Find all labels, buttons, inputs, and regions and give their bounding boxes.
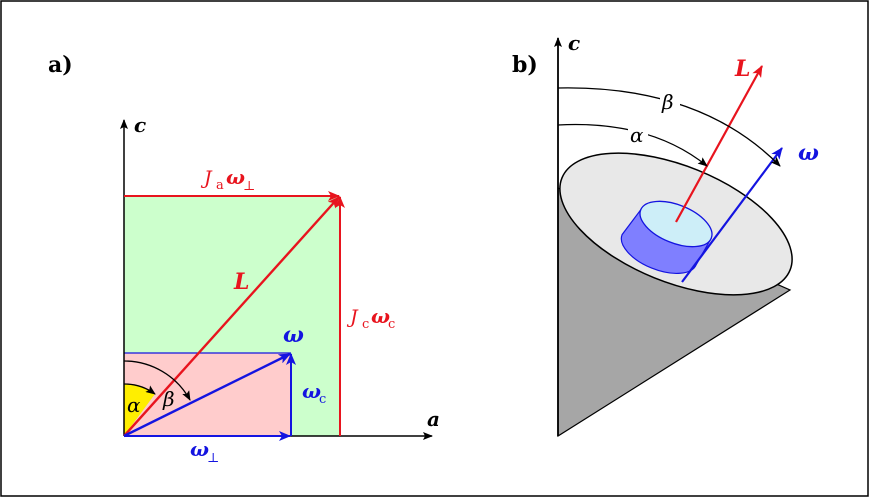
svg-text:c: c — [319, 392, 326, 407]
Jc-omega-c-label: J c ω c — [346, 304, 395, 332]
svg-text:⊥: ⊥ — [243, 179, 255, 194]
omega-label: ω — [283, 322, 304, 348]
panel-a-label: a) — [48, 52, 73, 78]
alpha-label: α — [127, 393, 141, 417]
omega-perp-label: ω ⊥ — [190, 437, 219, 466]
panel-b-label: b) — [512, 52, 538, 78]
L-vector — [123, 196, 340, 437]
svg-text:⊥: ⊥ — [207, 451, 219, 466]
alpha-sector — [124, 383, 155, 436]
Ja-omega-perp-label: J a ω ⊥ — [200, 165, 255, 194]
beta-label-bg — [660, 90, 680, 114]
svg-text:ω: ω — [371, 304, 390, 328]
alpha-label-bg — [628, 124, 648, 146]
svg-text:ω: ω — [190, 437, 209, 461]
beta-arc-b — [557, 87, 781, 167]
alpha-arc — [123, 383, 156, 395]
L-label: L — [233, 269, 249, 295]
a-axis-label: a — [427, 407, 440, 431]
beta-label: β — [162, 387, 175, 411]
beta-arc — [123, 360, 191, 401]
c-axis-label: c — [134, 113, 146, 137]
panel-b: b) c L ω α β — [512, 31, 819, 438]
svg-text:a: a — [216, 178, 224, 193]
alpha-label-b: α — [630, 123, 644, 147]
omega-vector-b — [681, 147, 783, 283]
omega-c-label: ω c — [302, 379, 326, 407]
svg-text:c: c — [388, 317, 395, 332]
omega-vector — [123, 352, 291, 438]
svg-text:ω: ω — [302, 379, 321, 403]
c-axis-label-b: c — [568, 31, 580, 55]
omega-label-b: ω — [798, 140, 819, 166]
inner-cylinder — [620, 200, 713, 275]
beta-label-b: β — [661, 90, 674, 114]
svg-text:J: J — [346, 306, 359, 328]
panel-a: a) c a α β L ω J a ω ⊥ — [48, 52, 440, 466]
svg-text:J: J — [200, 167, 213, 189]
L-label-b: L — [734, 56, 750, 82]
L-vector-b — [675, 65, 763, 223]
svg-text:ω: ω — [226, 165, 245, 189]
svg-text:c: c — [362, 317, 369, 332]
cylinder-top — [639, 200, 713, 248]
